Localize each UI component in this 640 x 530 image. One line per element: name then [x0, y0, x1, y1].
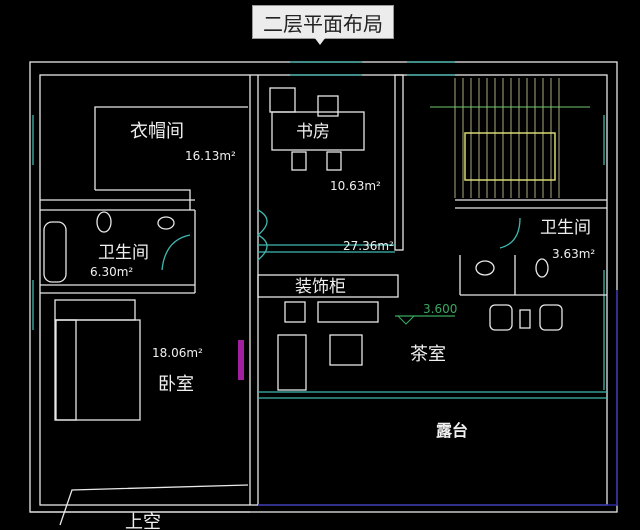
closet-shelf-bottom [95, 189, 191, 210]
plan-title: 二层平面布局 [252, 5, 394, 39]
terrace-label: 露台 [436, 421, 468, 440]
bath-right-label: 卫生间 [540, 218, 591, 238]
study-area: 10.63m² [330, 179, 381, 193]
tea-room-label: 茶室 [410, 344, 446, 365]
interior-walls [30, 74, 607, 513]
hall-door[interactable] [256, 209, 268, 261]
closet-label: 衣帽间 [130, 121, 184, 142]
bath-left-label: 卫生间 [98, 243, 149, 263]
bedroom-label: 卧室 [158, 374, 194, 395]
bath-fixtures [43, 211, 549, 283]
bedroom-door-accent [238, 340, 244, 380]
void-label: 上空 [125, 512, 161, 530]
bath-left-door[interactable] [161, 234, 191, 271]
closet-area: 16.13m² [185, 149, 236, 163]
void-edge [59, 484, 249, 526]
cabinet-label: 装饰柜 [295, 277, 346, 297]
closet-shelf [94, 106, 248, 190]
title-pointer [314, 37, 326, 45]
bedroom-area: 18.06m² [152, 346, 203, 360]
study-label: 书房 [296, 122, 330, 142]
staircase [430, 78, 590, 198]
hall-area: 27.36m² [343, 239, 394, 253]
tea-room-furniture [257, 274, 563, 391]
bath-right-area: 3.63m² [552, 247, 595, 261]
terrace-edge [258, 290, 618, 506]
bath-left-area: 6.30m² [90, 265, 133, 279]
bed [54, 299, 141, 421]
elevation-mark: 3.600 [423, 302, 457, 316]
study-furniture [269, 87, 365, 171]
bath-right-door[interactable] [499, 217, 521, 249]
